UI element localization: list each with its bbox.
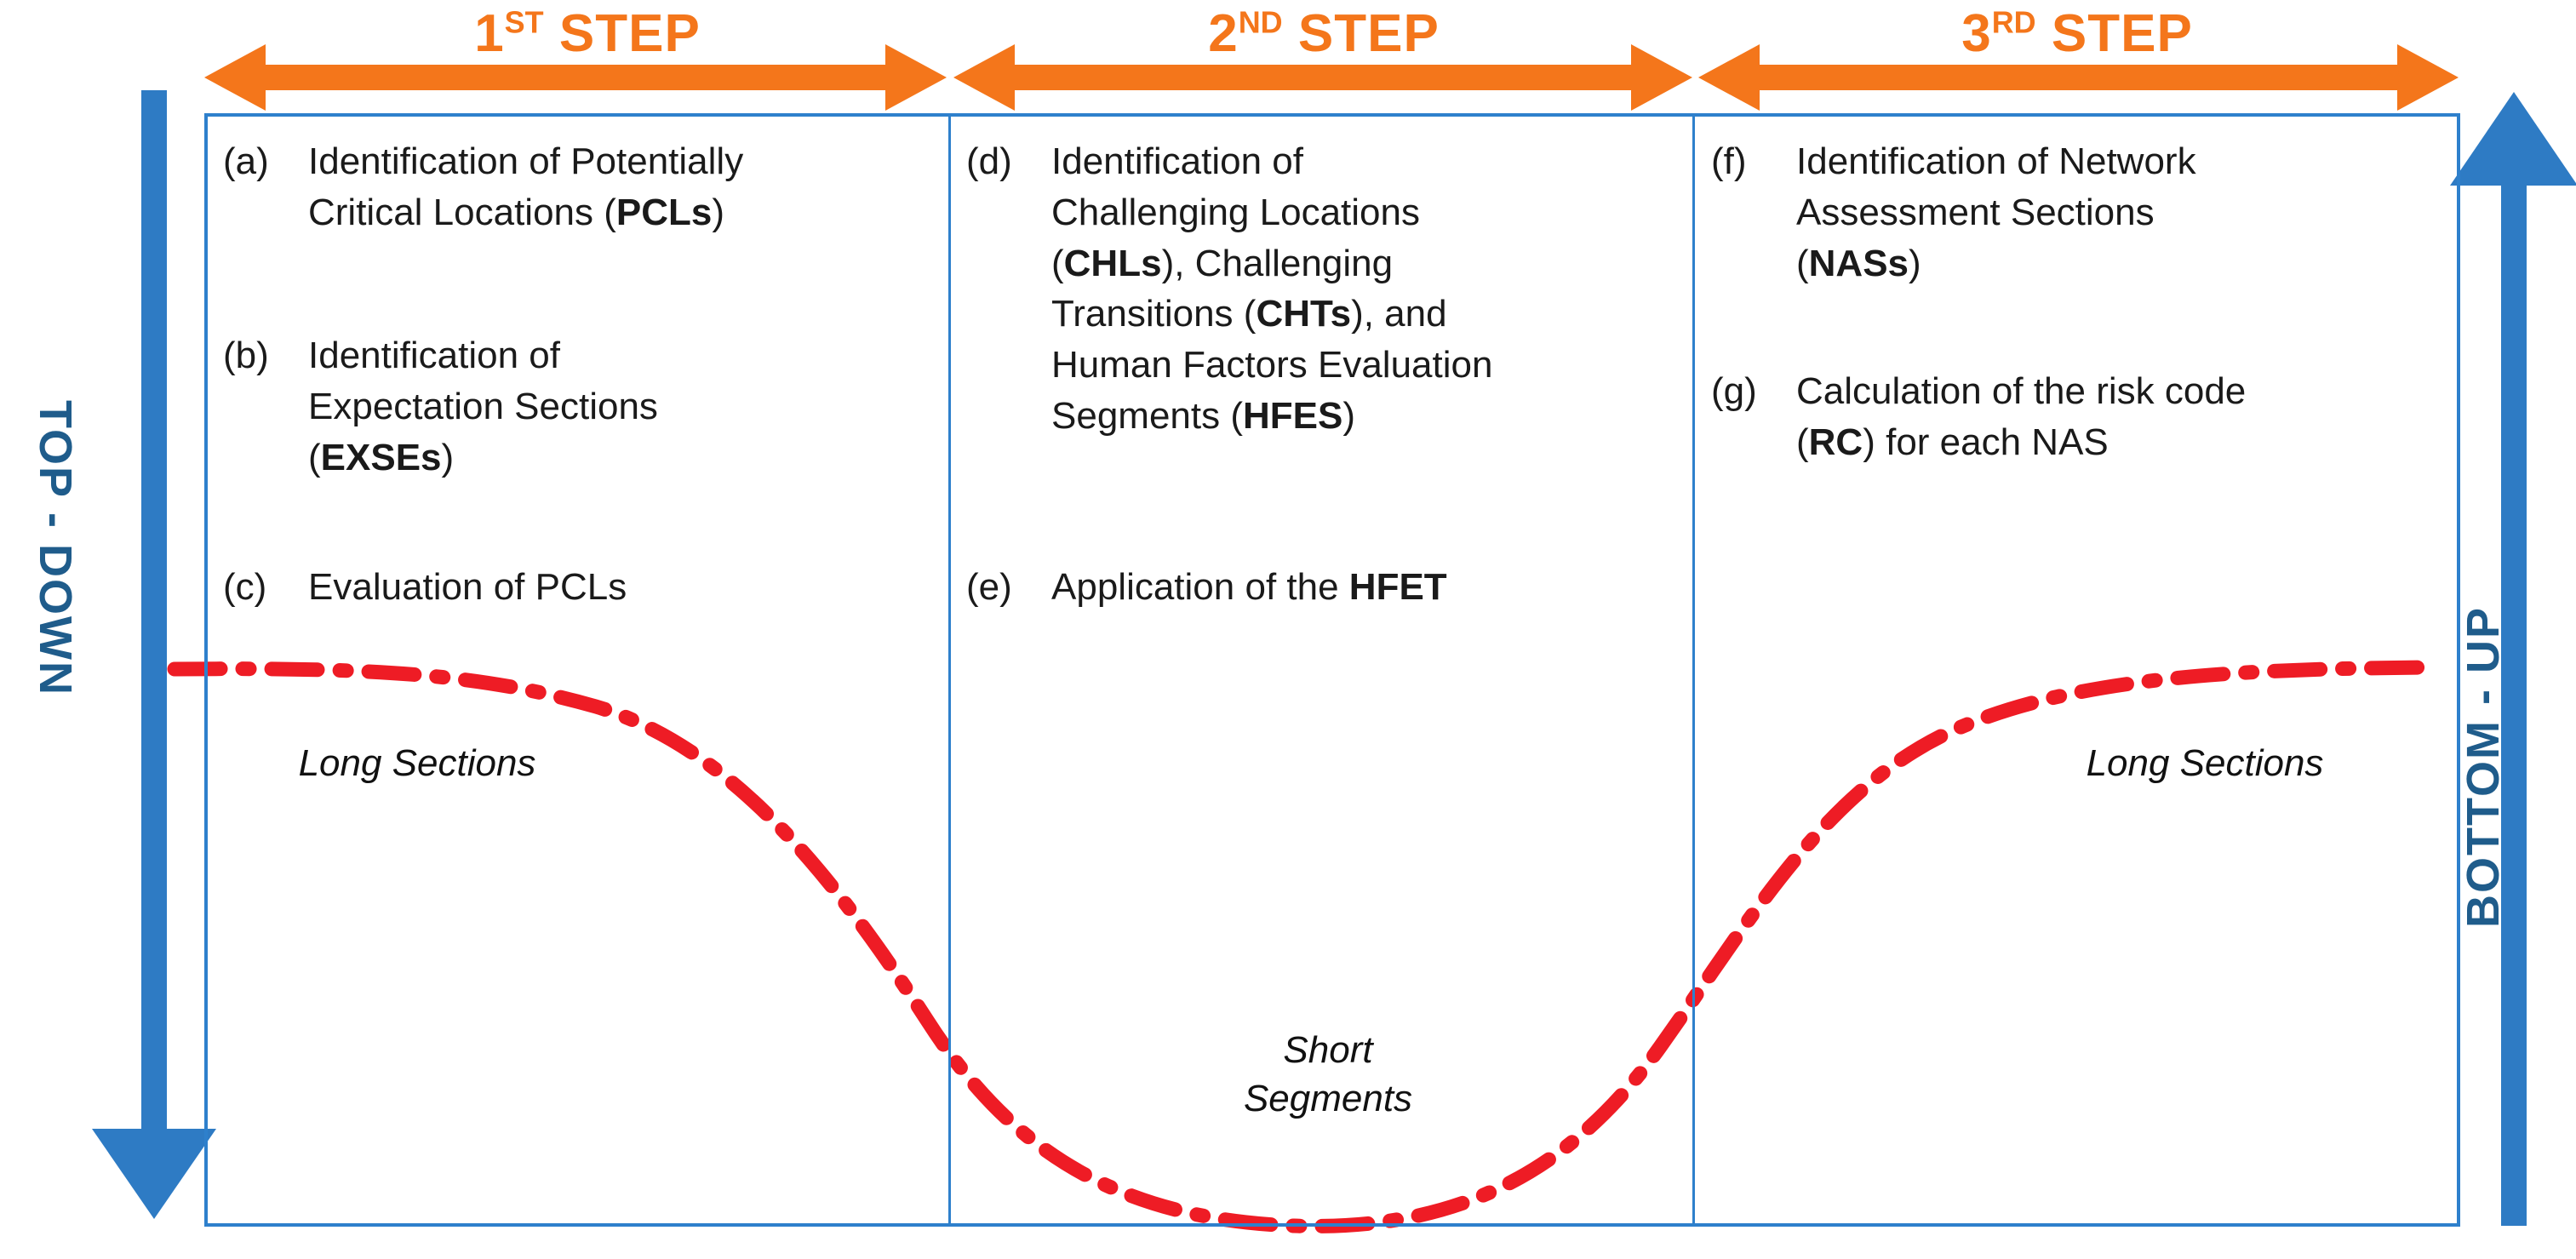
annotation-long-sections-left: Long Sections [298, 742, 536, 784]
entry-f-tag: (f) [1711, 140, 1747, 182]
step-3-word: STEP [2051, 4, 2193, 63]
step-2-number: 2 [1208, 4, 1239, 63]
step-2-ordinal: ND [1238, 4, 1283, 40]
step-2-heading: 2ND STEP [1145, 3, 1503, 64]
entry-d-tag: (d) [966, 140, 1012, 182]
entry-c: (c) Evaluation of PCLs [223, 562, 938, 613]
entry-b-tag: (b) [223, 335, 269, 376]
entry-a-tag: (a) [223, 140, 269, 182]
step-3-number: 3 [1961, 4, 1992, 63]
entry-g-tag: (g) [1711, 370, 1757, 412]
top-down-label: TOP - DOWN [30, 400, 81, 697]
entry-e: (e) Application of the HFET [966, 562, 1698, 613]
entry-e-tag: (e) [966, 566, 1012, 608]
step-1-number: 1 [474, 4, 505, 63]
step-2-word: STEP [1297, 4, 1440, 63]
step-1-word: STEP [558, 4, 701, 63]
step-1-heading: 1ST STEP [409, 3, 766, 64]
entry-g-text: Calculation of the risk code(RC) for eac… [1796, 370, 2247, 463]
annotation-short-segments: Short Segments [1243, 1029, 1413, 1120]
entry-g: (g) Calculation of the risk code(RC) for… [1711, 366, 2460, 468]
step-3-heading: 3RD STEP [1898, 3, 2256, 64]
entry-c-tag: (c) [223, 566, 267, 608]
diagram-frame [204, 113, 2460, 1227]
step-3-ordinal: RD [1991, 4, 2036, 40]
column-divider-1 [948, 115, 951, 1225]
top-down-arrow-shape [92, 90, 216, 1219]
annotation-long-sections-right: Long Sections [2086, 742, 2324, 784]
entry-c-text: Evaluation of PCLs [308, 566, 627, 608]
entry-e-text: Application of the HFET [1051, 566, 1447, 608]
column-divider-2 [1692, 115, 1695, 1225]
step-1-ordinal: ST [504, 4, 544, 40]
bottom-up-label: BOTTOM - UP [2458, 606, 2509, 928]
